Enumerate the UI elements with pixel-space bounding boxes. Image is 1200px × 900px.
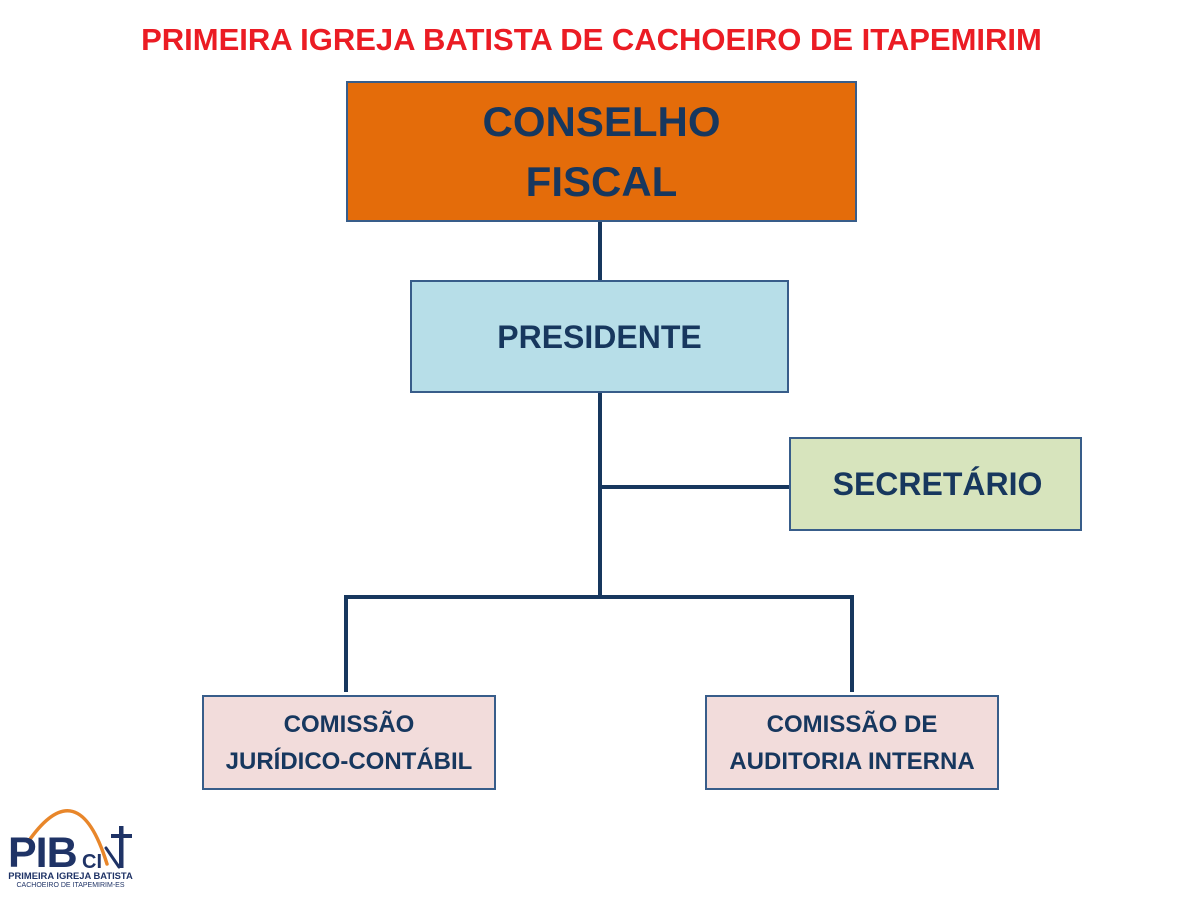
node-comissao-auditoria-interna: COMISSÃO DE AUDITORIA INTERNA — [705, 695, 999, 790]
logo-mark-small-text: CI — [82, 851, 102, 873]
node-presidente: PRESIDENTE — [410, 280, 789, 393]
node-conselho-fiscal-line-1: CONSELHO — [482, 97, 721, 145]
node-comissao-auditoria-line-1: COMISSÃO DE — [766, 710, 938, 738]
arc-swoosh-icon — [26, 809, 109, 866]
cross-icon — [111, 826, 132, 868]
node-secretario: SECRETÁRIO — [789, 437, 1082, 531]
node-comissao-juridico-line-1: COMISSÃO — [283, 710, 415, 738]
logo-diagonal-stroke — [104, 846, 121, 869]
node-comissao-juridico-line-2: JURÍDICO-CONTÁBIL — [225, 747, 473, 775]
page-title: PRIMEIRA IGREJA BATISTA DE CACHOEIRO DE … — [141, 22, 1042, 57]
node-comissao-juridico-contabil: COMISSÃO JURÍDICO-CONTÁBIL — [202, 695, 496, 790]
node-conselho-fiscal-line-2: FISCAL — [525, 157, 678, 205]
logo-graphic — [26, 809, 132, 869]
node-conselho-fiscal: CONSELHO FISCAL — [346, 81, 857, 222]
logo-mark-text: PIB — [8, 829, 78, 877]
church-logo: PIB CI PRIMEIRA IGREJA BATISTA CACHOEIRO… — [0, 800, 145, 895]
logo-church-name: PRIMEIRA IGREJA BATISTA — [8, 870, 133, 881]
node-secretario-label: SECRETÁRIO — [832, 466, 1043, 502]
node-presidente-label: PRESIDENTE — [497, 318, 702, 355]
node-comissao-auditoria-line-2: AUDITORIA INTERNA — [729, 747, 975, 775]
logo-church-location: CACHOEIRO DE ITAPEMIRIM-ES — [16, 882, 125, 889]
